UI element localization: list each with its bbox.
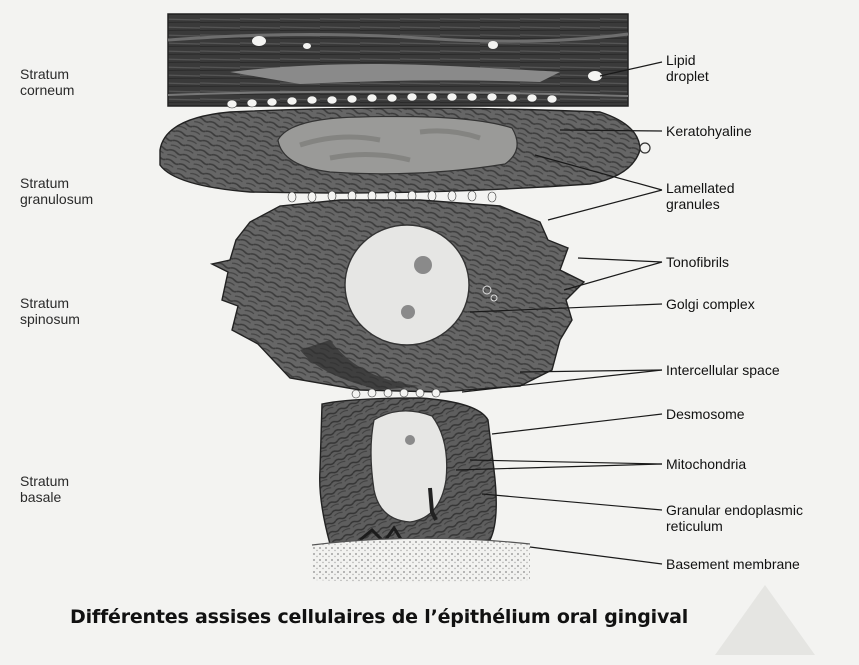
layer-label-corneum: Stratum corneum — [20, 66, 75, 98]
callout-basement-membrane: Basement membrane — [666, 556, 800, 572]
callout-keratohyaline: Keratohyaline — [666, 123, 752, 139]
callout-granular-er: Granular endoplasmic reticulum — [666, 502, 803, 534]
callout-tonofibrils: Tonofibrils — [666, 254, 730, 270]
callout-lipid-droplet: Lipid droplet — [666, 52, 709, 84]
figure-caption: Différentes assises cellulaires de l’épi… — [70, 606, 689, 628]
callout-intercellular-space: Intercellular space — [666, 362, 780, 378]
stratum-corneum-shape — [167, 13, 629, 107]
diagram-drawing — [159, 13, 663, 583]
callout-mitochondria: Mitochondria — [666, 456, 747, 472]
lipid-droplet-shapes — [252, 36, 602, 81]
basement-membrane-shape — [311, 537, 531, 583]
stratum-basale-cell — [319, 397, 497, 545]
lamellated-granule-row-lower — [287, 190, 497, 203]
intercellular-space-row — [351, 388, 441, 399]
stratum-spinosum-cell — [209, 199, 586, 393]
layer-label-basale: Stratum basale — [20, 473, 70, 505]
callout-golgi-complex: Golgi complex — [666, 296, 755, 312]
layer-label-spinosum: Stratum spinosum — [20, 295, 80, 327]
lamellated-granule-row-upper — [226, 92, 558, 109]
callout-lamellated-granules: Lamellated granules — [666, 180, 735, 212]
layer-label-granulosum: Stratum granulosum — [20, 175, 94, 207]
leader-lines — [455, 61, 663, 565]
epithelium-diagram: Stratum corneum Stratum granulosum Strat… — [20, 13, 815, 655]
callout-desmosome: Desmosome — [666, 406, 745, 422]
stratum-granulosum-cell — [159, 107, 651, 194]
